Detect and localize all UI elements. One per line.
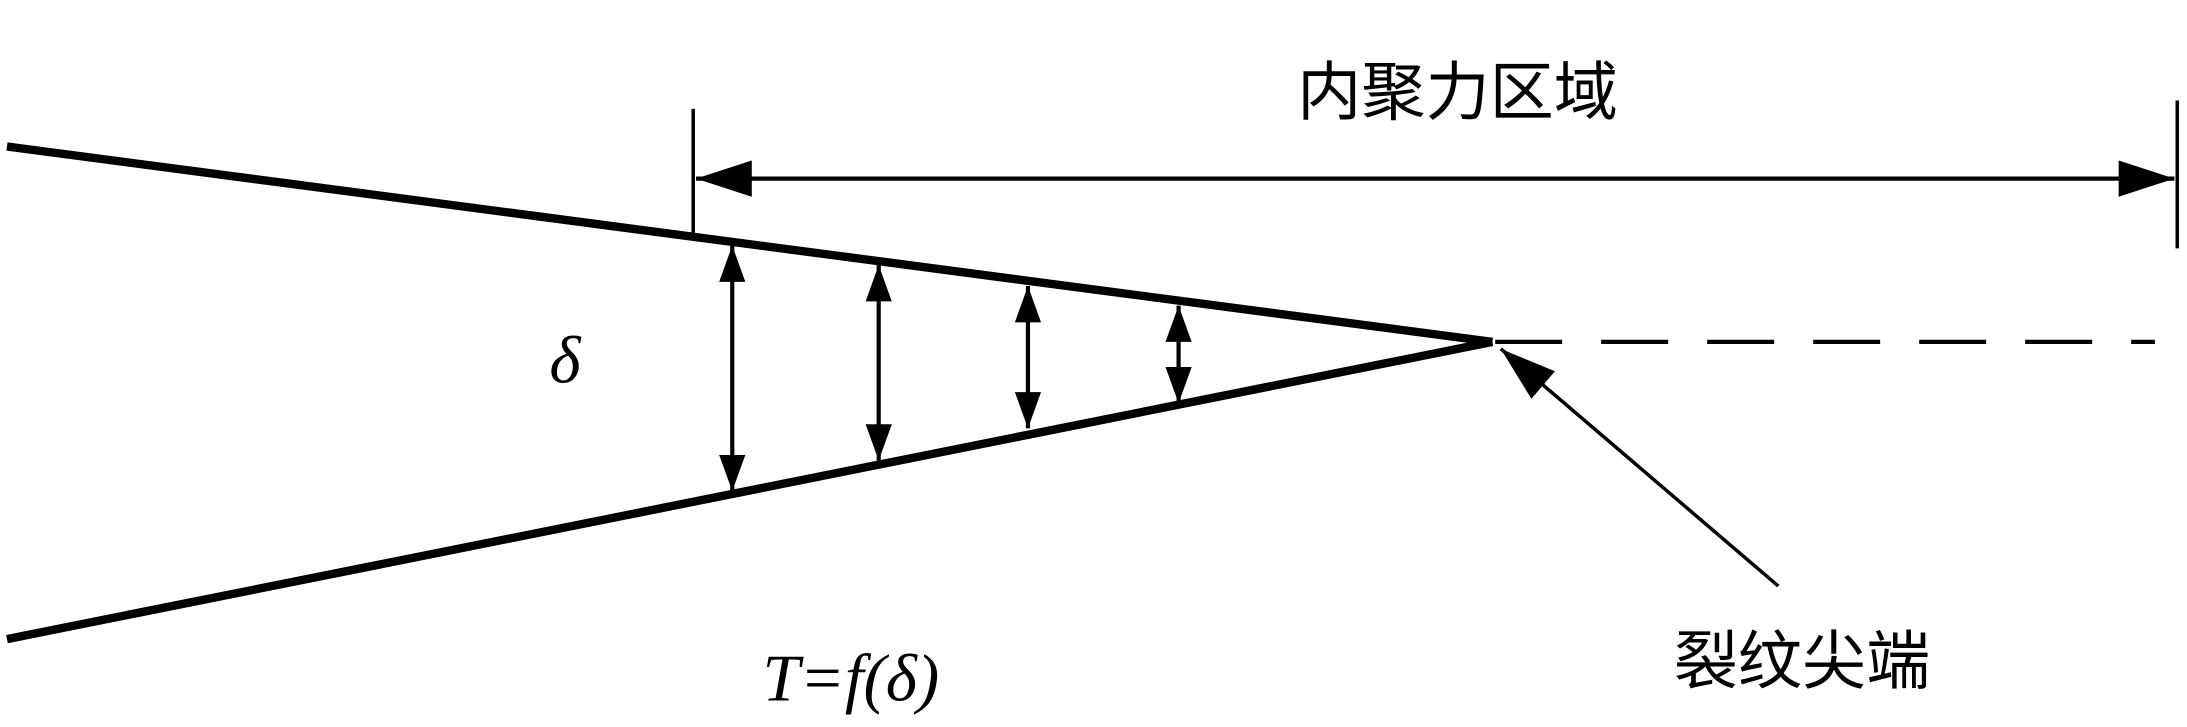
crack-tip-label: 裂纹尖端 [1674,625,1931,700]
lower-crack-face [6,337,1494,644]
upper-crack-face [6,142,1493,347]
delta-label: δ [549,323,581,397]
traction-law-label: T=f(δ) [762,641,939,715]
crack-tip-pointer-arrow [1499,347,1780,588]
cohesive-zone-label: 内聚力区域 [1297,55,1618,130]
